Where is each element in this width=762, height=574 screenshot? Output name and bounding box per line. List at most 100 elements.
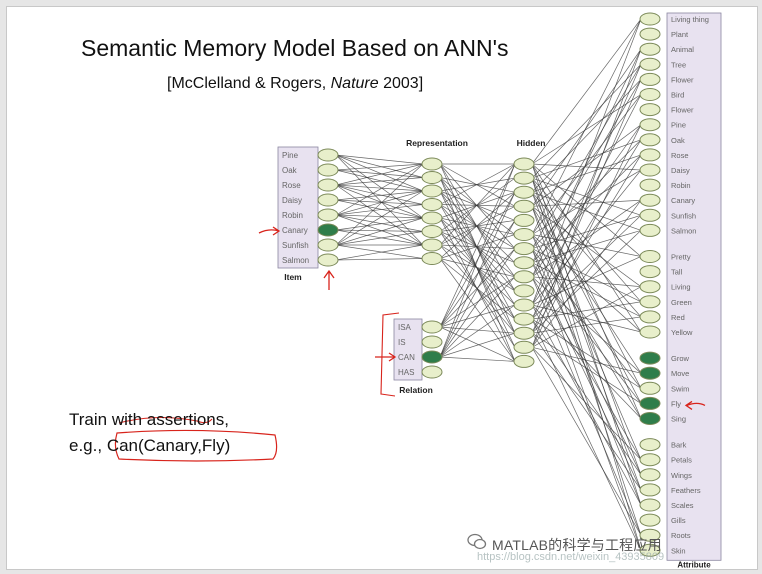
hidden-attr-link (531, 139, 642, 320)
attribute-node (639, 250, 661, 263)
hidden-attr-link (531, 332, 642, 404)
hidden-attr-link (531, 316, 642, 334)
attribute-node (639, 453, 661, 467)
relation-bracket (380, 312, 400, 397)
relation-node (421, 350, 443, 364)
hidden-attr-link (531, 79, 642, 193)
rep-hidden-link (439, 234, 516, 259)
item-rep-link (335, 177, 424, 186)
relation-panel (393, 318, 423, 381)
attribute-node (639, 295, 661, 309)
attribute-node (639, 513, 661, 527)
hidden-attr-link (531, 94, 642, 306)
attribute-label: Scales (671, 501, 694, 510)
item-rep-link (335, 199, 424, 219)
attribute-label: Yellow (671, 328, 693, 337)
hidden-node (513, 284, 535, 298)
attribute-node (639, 208, 661, 222)
hidden-node (513, 340, 535, 354)
hand-annotations (114, 226, 706, 462)
hidden-attr-link (531, 18, 642, 165)
training-example: Can(Canary,Fly) (106, 436, 231, 455)
hidden-attr-link (531, 18, 642, 235)
item-layer-label: Item (284, 272, 302, 282)
hidden-attr-link (531, 163, 642, 419)
watermark-url: https://blog.csdn.net/weixin_43935809 (477, 551, 665, 563)
attribute-label: Flower (671, 75, 694, 84)
hidden-attr-link (531, 94, 642, 235)
attribute-label: Gills (671, 516, 686, 525)
attribute-label: Living thing (671, 15, 709, 24)
attribute-node (639, 483, 661, 497)
attribute-label: Roots (671, 531, 691, 540)
attribute-label: Tree (671, 60, 686, 69)
hidden-attr-link (531, 286, 642, 348)
item-label: Pine (282, 151, 299, 160)
attribute-label: Sing (671, 415, 686, 424)
attribute-label: Bird (671, 91, 684, 100)
hidden-attr-link (531, 139, 642, 179)
item-rep-link (335, 214, 424, 219)
attribute-label: Canary (671, 196, 695, 205)
hidden-attr-link (531, 318, 642, 551)
hidden-attr-link (531, 347, 642, 536)
attribute-label: Move (671, 369, 689, 378)
relation-label: CAN (398, 353, 415, 362)
item-rep-link (335, 169, 424, 178)
attribute-label: Feathers (671, 486, 701, 495)
hidden-attr-link (531, 178, 642, 551)
hidden-attr-link (531, 49, 642, 207)
hidden-attr-link (531, 318, 642, 476)
hidden-node (513, 326, 535, 340)
hidden-attr-link (531, 177, 642, 216)
example-circle (114, 429, 278, 462)
attribute-node (639, 310, 661, 324)
hidden-attr-link (531, 199, 642, 207)
hidden-attr-link (531, 124, 642, 207)
attribute-label: Animal (671, 45, 694, 54)
attribute-node (639, 178, 661, 192)
attribute-node (639, 412, 661, 425)
item-node (317, 223, 339, 237)
rel-hidden-link (439, 163, 516, 358)
item-rep-link (335, 217, 424, 231)
attribute-label: Bark (671, 441, 687, 450)
training-note-line2: e.g., Can(Canary,Fly) (69, 433, 230, 459)
item-rep-link (335, 163, 424, 171)
relation-node (421, 335, 443, 349)
item-rep-link (335, 214, 424, 232)
item-rep-link (335, 190, 424, 201)
hidden-attr-link (531, 191, 642, 318)
hidden-attr-link (531, 276, 642, 536)
hidden-attr-link (531, 163, 642, 333)
attribute-node (639, 133, 661, 147)
attribute-node (639, 103, 661, 117)
hidden-node (513, 312, 535, 326)
item-rep-link (335, 154, 424, 178)
attribute-node (639, 148, 661, 162)
with-scribble (118, 416, 213, 424)
hidden-attr-link (531, 234, 642, 419)
label-panels (277, 12, 722, 561)
representation-node (421, 198, 443, 211)
attribute-layer-label: Attribute (677, 560, 711, 569)
representation-node (421, 157, 443, 171)
attribute-label: Tall (671, 268, 683, 277)
hidden-attr-link (531, 346, 642, 374)
representation-node (421, 225, 443, 238)
relation-layer-label: Relation (399, 385, 433, 395)
item-rep-link (335, 163, 424, 246)
rel-hidden-link (439, 163, 516, 328)
item-panel (277, 146, 319, 269)
hidden-node (513, 298, 535, 312)
hidden-node (513, 157, 535, 171)
item-rep-link (335, 184, 424, 205)
hidden-attr-link (531, 192, 642, 404)
hidden-attr-link (531, 333, 642, 491)
attribute-node (639, 396, 661, 410)
attribute-label: Living (671, 283, 691, 292)
item-rep-link (335, 184, 424, 246)
training-note-prefix: e.g., (69, 436, 107, 455)
item-rep-link (335, 163, 424, 186)
hidden-attr-link (531, 154, 642, 334)
